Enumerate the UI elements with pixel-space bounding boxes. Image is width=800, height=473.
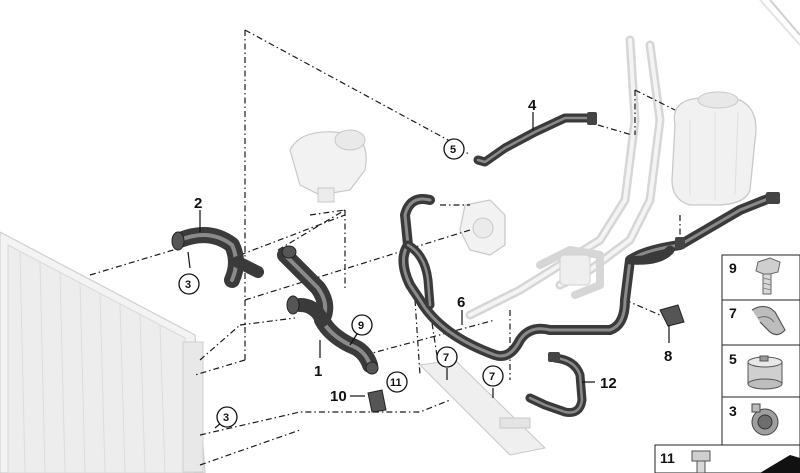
callout-6: 6	[457, 294, 465, 311]
thermostat-housing	[289, 129, 367, 203]
callout-5: 5	[450, 144, 456, 156]
circled-callout-11: 11	[386, 371, 408, 393]
legend-item-7: 7	[721, 299, 800, 346]
hose-6	[398, 192, 780, 361]
callout-2: 2	[194, 195, 202, 212]
water-pump	[459, 199, 506, 256]
legend-label: 7	[729, 305, 737, 321]
callout-11: 11	[390, 377, 402, 389]
hose-1	[277, 245, 379, 375]
callout-3: 3	[223, 412, 229, 424]
expansion-tank	[671, 91, 757, 206]
legend-item-9: 9	[721, 254, 800, 301]
legend-label: 9	[729, 260, 737, 276]
callout-7: 7	[489, 371, 495, 383]
callout-10: 10	[330, 388, 347, 405]
hose-2	[171, 227, 264, 288]
screw-icon	[691, 450, 711, 473]
circled-callout-5: 5	[443, 138, 465, 160]
radiator	[0, 231, 206, 473]
clip-icon	[751, 305, 786, 336]
circled-callout-3a: 3	[178, 273, 200, 295]
legend-label: 3	[729, 403, 737, 419]
circled-callout-7b: 7	[482, 365, 504, 387]
callout-3: 3	[185, 279, 191, 291]
callout-1: 1	[314, 363, 322, 380]
bolt-icon	[755, 257, 781, 295]
reference-lines	[89, 29, 681, 466]
callout-9: 9	[358, 320, 364, 332]
circled-callout-7a: 7	[436, 346, 458, 368]
callout-12: 12	[600, 375, 617, 392]
legend-label: 5	[729, 351, 737, 367]
legend-item-11: 11	[654, 444, 800, 473]
legend-item-5: 5	[721, 344, 800, 398]
circled-callout-9: 9	[351, 314, 373, 336]
callout-7: 7	[443, 352, 449, 364]
clip-10	[367, 389, 387, 413]
hose-clamp-icon	[747, 355, 783, 390]
callout-8: 8	[664, 348, 672, 365]
parts-legend: 9 7 5	[654, 254, 800, 473]
legend-item-3: 3	[721, 396, 800, 446]
hose-4	[473, 112, 597, 167]
quick-coupling-icon	[751, 403, 779, 436]
callout-4: 4	[528, 97, 537, 114]
circled-callout-3b: 3	[216, 406, 238, 428]
legend-label: 11	[660, 450, 675, 466]
hose-12	[525, 352, 587, 417]
bracket-8	[659, 304, 685, 327]
